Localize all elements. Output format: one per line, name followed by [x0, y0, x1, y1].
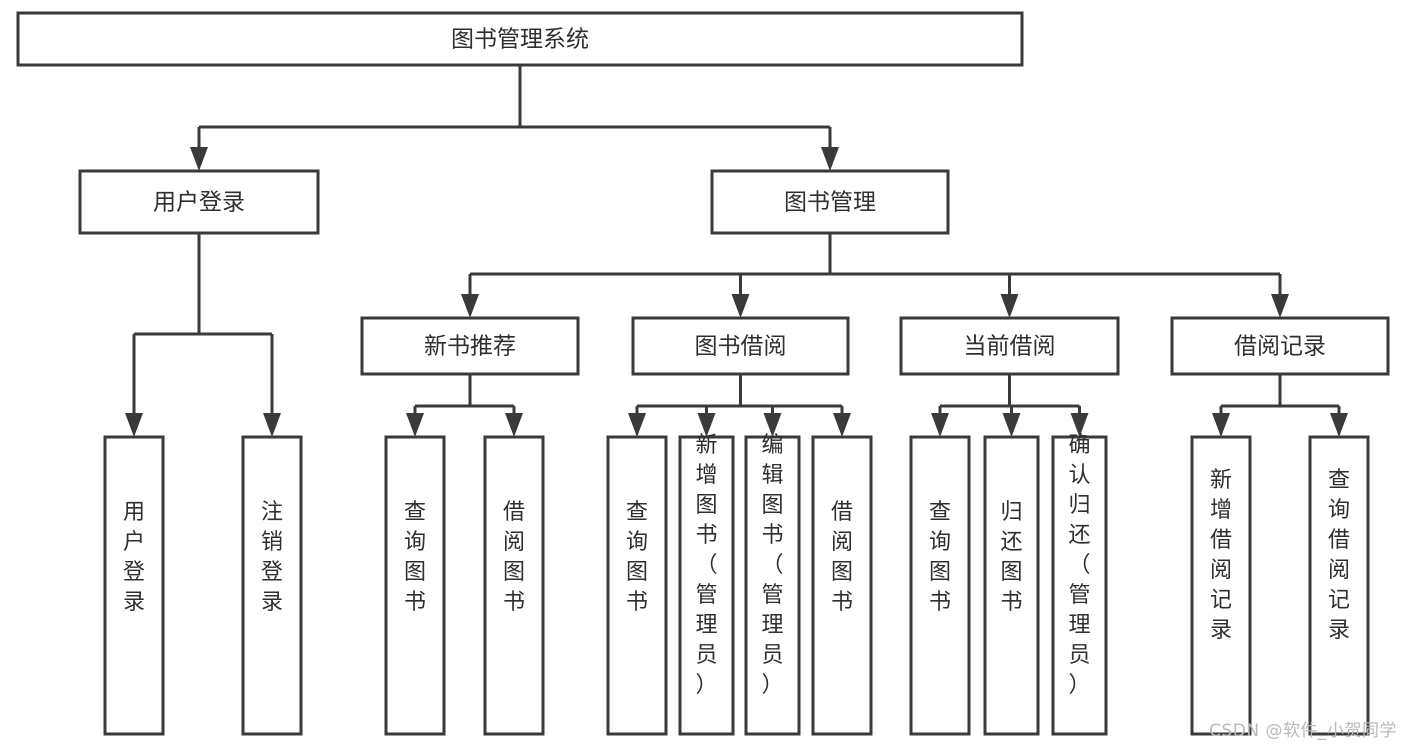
node-leaf-query-book-1-box[interactable] [384, 435, 446, 736]
node-leaf-add-book[interactable]: 新增图书（管理员） [678, 433, 735, 736]
node-leaf-borrow-book-2-box[interactable] [811, 435, 873, 736]
node-root-box[interactable] [16, 11, 1024, 67]
arrow-head-new-book-rec [461, 294, 479, 318]
node-leaf-edit-book-box[interactable] [744, 435, 801, 736]
node-leaf-add-record-box[interactable] [1190, 435, 1252, 736]
arrow-head-leaf-borrow-book-2 [833, 413, 851, 437]
node-leaf-borrow-book-1-label: 借阅图书 [503, 500, 525, 615]
node-leaf-edit-book[interactable]: 编辑图书（管理员） [744, 433, 801, 736]
node-user-login[interactable]: 用户登录 [78, 169, 320, 235]
node-user-login-box[interactable] [78, 169, 320, 235]
arrow-head-leaf-query-record [1330, 413, 1348, 437]
node-leaf-query-book-2-box[interactable] [606, 435, 668, 736]
node-leaf-borrow-book-1[interactable]: 借阅图书 [483, 435, 545, 736]
node-leaf-user-login-box[interactable] [103, 435, 165, 736]
node-user-login-label: 用户登录 [153, 190, 245, 216]
node-root-label: 图书管理系统 [451, 27, 589, 53]
arrow-head-book-manage [821, 147, 839, 171]
node-leaf-confirm-return-box[interactable] [1051, 435, 1108, 736]
arrow-head-leaf-add-book [697, 413, 716, 437]
arrow-head-leaf-query-book-1 [406, 413, 424, 437]
node-leaf-query-book-1-label: 查询图书 [404, 500, 426, 615]
arrow-head-borrow-record [1271, 294, 1289, 318]
node-leaf-borrow-book-2-label: 借阅图书 [831, 500, 853, 615]
node-leaf-confirm-return-label: 确认归还（管理员） [1068, 433, 1090, 698]
node-book-manage[interactable]: 图书管理 [710, 169, 950, 235]
node-leaf-borrow-book-1-box[interactable] [483, 435, 545, 736]
node-leaf-return-book-box[interactable] [983, 435, 1040, 736]
node-book-manage-box[interactable] [710, 169, 950, 235]
arrow-head-leaf-return-book [1002, 413, 1021, 437]
node-leaf-logout-label: 注销登录 [261, 500, 283, 615]
node-leaf-return-book-label: 归还图书 [1000, 500, 1022, 615]
arrow-head-leaf-user-login [125, 413, 143, 437]
node-leaf-query-book-3-box[interactable] [909, 435, 971, 736]
node-borrow-record-label: 借阅记录 [1234, 334, 1326, 360]
arrow-head-book-borrow [731, 294, 750, 318]
node-leaf-query-book-3[interactable]: 查询图书 [909, 435, 971, 736]
node-leaf-edit-book-label: 编辑图书（管理员） [761, 433, 783, 698]
node-leaf-logout[interactable]: 注销登录 [241, 435, 303, 736]
node-new-book-rec[interactable]: 新书推荐 [360, 316, 580, 376]
node-leaf-confirm-return[interactable]: 确认归还（管理员） [1051, 433, 1108, 736]
node-leaf-add-book-label: 新增图书（管理员） [695, 433, 717, 698]
node-borrow-record[interactable]: 借阅记录 [1170, 316, 1390, 376]
node-leaf-add-record[interactable]: 新增借阅记录 [1190, 435, 1252, 736]
node-book-borrow[interactable]: 图书借阅 [631, 316, 850, 376]
arrow-head-leaf-query-book-3 [931, 413, 949, 437]
node-leaf-user-login[interactable]: 用户登录 [103, 435, 165, 736]
csdn-watermark: CSDN @软件_小贺同学 [1209, 721, 1397, 741]
arrow-head-leaf-add-record [1212, 413, 1230, 437]
node-leaf-return-book[interactable]: 归还图书 [983, 435, 1040, 736]
arrow-head-leaf-logout [263, 413, 281, 437]
node-leaf-query-book-3-label: 查询图书 [929, 500, 951, 615]
node-leaf-add-book-box[interactable] [678, 435, 735, 736]
node-root[interactable]: 图书管理系统 [16, 11, 1024, 67]
node-book-borrow-label: 图书借阅 [695, 334, 787, 360]
connector-layer [125, 65, 1348, 437]
node-leaf-query-book-2[interactable]: 查询图书 [606, 435, 668, 736]
node-new-book-rec-box[interactable] [360, 316, 580, 376]
node-layer: 图书管理系统用户登录图书管理新书推荐图书借阅当前借阅借阅记录用户登录注销登录查询… [16, 11, 1390, 736]
arrow-head-user-login [190, 147, 208, 171]
node-borrow-record-box[interactable] [1170, 316, 1390, 376]
node-current-borrow[interactable]: 当前借阅 [899, 316, 1120, 376]
node-book-borrow-box[interactable] [631, 316, 850, 376]
node-leaf-query-record-label: 查询借阅记录 [1328, 468, 1350, 643]
node-current-borrow-box[interactable] [899, 316, 1120, 376]
arrow-head-leaf-confirm-return [1070, 413, 1089, 437]
arrow-head-leaf-edit-book [763, 413, 782, 437]
node-leaf-query-book-1[interactable]: 查询图书 [384, 435, 446, 736]
node-leaf-query-record[interactable]: 查询借阅记录 [1308, 435, 1370, 736]
arrow-head-leaf-borrow-book-1 [505, 413, 523, 437]
node-leaf-query-book-2-label: 查询图书 [626, 500, 648, 615]
node-book-manage-label: 图书管理 [784, 190, 876, 216]
node-leaf-add-record-label: 新增借阅记录 [1210, 468, 1232, 643]
arrow-head-leaf-query-book-2 [628, 413, 646, 437]
node-new-book-rec-label: 新书推荐 [424, 334, 516, 360]
node-current-borrow-label: 当前借阅 [964, 334, 1056, 360]
node-leaf-borrow-book-2[interactable]: 借阅图书 [811, 435, 873, 736]
node-leaf-user-login-label: 用户登录 [123, 500, 145, 615]
arrow-head-current-borrow [1000, 294, 1019, 318]
node-leaf-query-record-box[interactable] [1308, 435, 1370, 736]
node-leaf-logout-box[interactable] [241, 435, 303, 736]
